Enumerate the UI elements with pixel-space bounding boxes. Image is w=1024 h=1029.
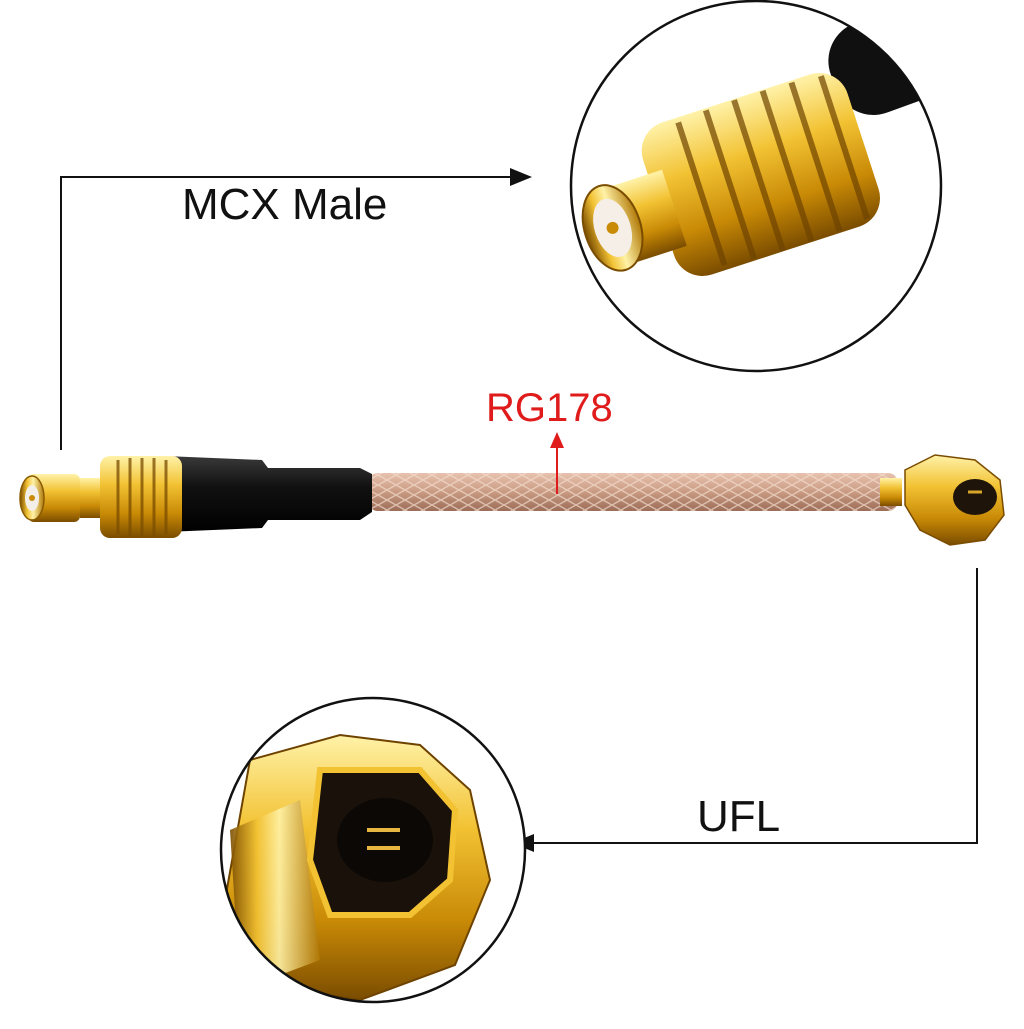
mcx-callout-line xyxy=(60,168,532,450)
heatshrink-boot xyxy=(165,456,372,532)
ufl-connector xyxy=(880,454,1005,546)
ufl-zoom-circle xyxy=(219,696,527,1004)
rg178-label: RG178 xyxy=(486,386,613,430)
rg178-pointer xyxy=(550,432,564,494)
cable-assembly xyxy=(19,432,1005,546)
ufl-label: UFL xyxy=(697,792,781,841)
mcx-zoom-circle xyxy=(569,0,943,373)
mcx-male-label: MCX Male xyxy=(182,180,388,229)
arrow-up-icon xyxy=(550,432,564,448)
arrow-right-icon xyxy=(510,168,532,186)
mcx-connector xyxy=(19,456,182,538)
